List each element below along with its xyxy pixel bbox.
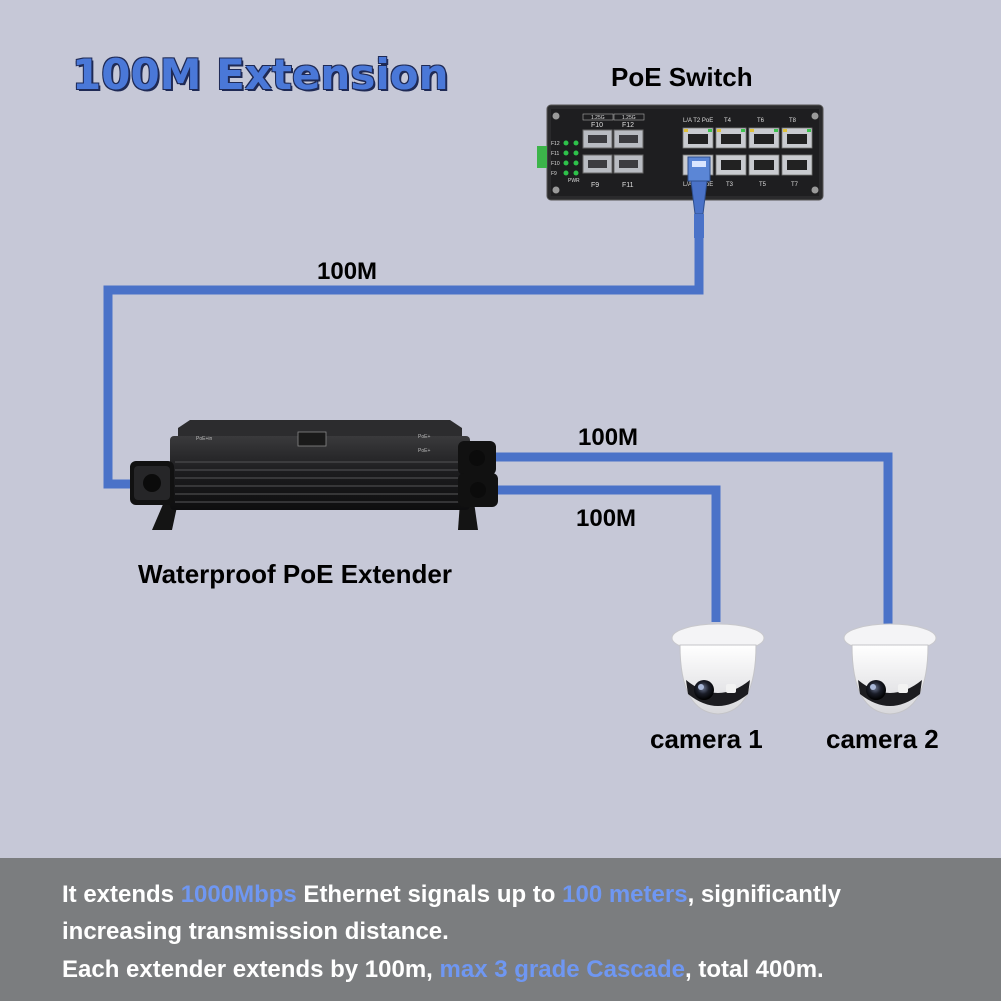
port-label: T6 [757,118,765,124]
cable-speed-label-uplink: 100M [317,258,378,285]
description-line-1: It extends 1000Mbps Ethernet signals up … [62,881,841,909]
poe-extender-device: PoE+in PoE+ PoE+ [130,420,498,530]
dome-camera-2 [843,623,937,715]
sfp-label: F10 [591,122,603,129]
pwr-label: PWR [568,178,580,184]
highlight-speed: 1000Mbps [180,881,297,908]
cable-gland-right-bottom [458,473,498,507]
sfp-ports: 1.25G 1.25G F10 F12 F9 F11 [582,113,645,189]
cable-speed-label-camera-2: 100M [578,424,639,451]
port-label: L/A T2 PoE [683,118,713,124]
poe-switch-label: PoE Switch [611,62,753,92]
screw-icon [552,186,560,194]
cable-to-camera-1 [492,485,721,622]
screw-icon [811,112,819,120]
led-label: F11 [551,151,559,157]
poe-switch-device: F12 F11 F10 F9 PWR 1.25G 1.25G F10 F12 F… [537,104,824,238]
port-mark: PoE+ [418,448,430,454]
cable-gland-left [130,461,174,505]
cable-gland-right-top [458,441,496,475]
cable-to-camera-2 [492,452,893,625]
network-diagram: F12 F11 F10 F9 PWR 1.25G 1.25G F10 F12 F… [103,104,937,715]
sfp-label: F11 [622,182,634,189]
highlight-distance: 100 meters [562,881,688,908]
text-segment: , total 400m. [685,956,824,983]
cable-uplink [103,236,704,489]
description-footer: It extends 1000Mbps Ethernet signals up … [0,858,1001,1001]
sfp-label: F9 [591,182,599,189]
extender-label: Waterproof PoE Extender [138,559,452,589]
dome-camera-1 [671,623,765,715]
screw-icon [552,112,560,120]
led-label: F10 [551,161,560,167]
camera-2-label: camera 2 [826,724,939,754]
highlight-cascade: max 3 grade Cascade [439,956,685,983]
camera-1-label: camera 1 [650,724,763,754]
description-line-2: increasing transmission distance. [62,918,449,945]
sfp-label: F12 [622,122,634,129]
led-label: F9 [551,171,557,177]
camera-light-icon [898,684,908,693]
brand-badge [297,431,327,447]
port-label: T8 [789,118,797,124]
port-label: T4 [724,118,732,124]
port-label: T5 [759,182,767,188]
sfp-speed: 1.25G [591,115,605,121]
text-segment: Ethernet signals up to [296,881,563,908]
screw-icon [811,186,819,194]
power-connector [537,146,547,168]
page-title: 100M Extension [72,50,449,99]
camera-lens-icon [694,680,714,700]
port-mark: PoE+in [196,436,212,442]
sfp-speed: 1.25G [622,115,636,121]
camera-lens-icon [866,680,886,700]
text-segment: , significantly [687,881,841,908]
camera-light-icon [726,684,736,693]
led-label: F12 [551,141,560,147]
text-segment: It extends [62,881,181,908]
text-segment: Each extender extends by 100m, [62,956,440,983]
port-mark: PoE+ [418,434,430,440]
port-label: T3 [726,182,734,188]
description-line-3: Each extender extends by 100m, max 3 gra… [62,956,824,984]
port-label: T7 [791,182,799,188]
rj45-plug-icon [687,156,711,238]
cable-speed-label-camera-1: 100M [576,505,637,532]
